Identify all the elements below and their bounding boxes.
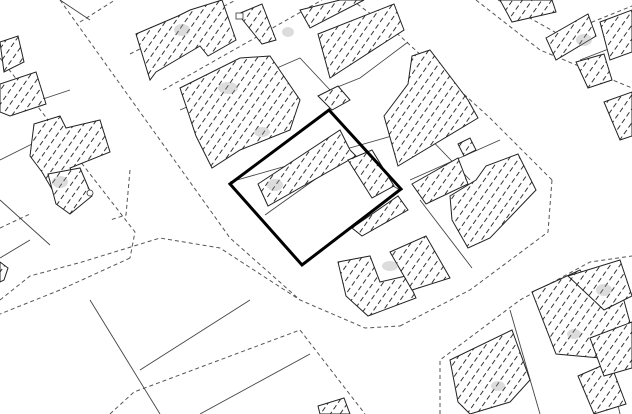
- building: [317, 397, 351, 414]
- street-edge: [0, 213, 31, 229]
- parcel-line: [329, 41, 409, 91]
- building: [457, 137, 477, 157]
- street-edge: [0, 257, 131, 315]
- small-circle-symbol: [86, 189, 94, 197]
- parcel-line: [0, 239, 31, 259]
- parcel-line: [59, 0, 91, 21]
- building: [599, 9, 632, 61]
- illegible-label: [254, 127, 270, 137]
- building: [389, 235, 451, 291]
- building: [317, 3, 405, 79]
- street-edge: [439, 255, 632, 414]
- building: [351, 195, 409, 237]
- illegible-label: [174, 24, 190, 36]
- parcel-line: [0, 199, 51, 246]
- building: [0, 35, 25, 73]
- building: [603, 91, 632, 141]
- building: [257, 129, 357, 207]
- street-edge: [109, 329, 366, 414]
- building: [545, 13, 597, 61]
- building: [449, 329, 531, 414]
- building: [299, 0, 365, 29]
- street-edge: [0, 57, 136, 259]
- building: [577, 361, 627, 414]
- illegible-label: [596, 284, 612, 296]
- street-edge: [399, 179, 553, 327]
- building: [589, 321, 632, 377]
- selected-parcel-outline: [227, 107, 404, 268]
- map-symbols: [86, 12, 244, 197]
- label-smudges: [52, 24, 612, 391]
- street-edge: [162, 0, 323, 91]
- building: [449, 153, 537, 249]
- parcel-line: [199, 353, 311, 414]
- building: [411, 157, 469, 205]
- building: [0, 71, 47, 117]
- parcel-line: [509, 309, 541, 414]
- building: [135, 0, 237, 82]
- building: [237, 3, 277, 45]
- parcel-line: [89, 299, 161, 414]
- illegible-label: [282, 27, 294, 37]
- building: [575, 53, 613, 89]
- building: [499, 0, 557, 23]
- parcel-line: [139, 299, 251, 371]
- illegible-label: [567, 329, 581, 339]
- illegible-label: [382, 261, 398, 271]
- building: [179, 55, 301, 169]
- building: [347, 149, 395, 199]
- building: [383, 49, 479, 167]
- building: [567, 259, 632, 311]
- small-square-symbol: [235, 12, 244, 20]
- illegible-label: [491, 381, 505, 391]
- illegible-label: [576, 34, 592, 46]
- illegible-label: [218, 82, 238, 94]
- illegible-label: [52, 176, 68, 188]
- building: [317, 85, 351, 111]
- building: [47, 167, 93, 215]
- street-edge: [79, 0, 116, 23]
- building: [0, 261, 9, 283]
- street-edge: [109, 169, 131, 221]
- parcel-line: [419, 199, 473, 269]
- illegible-label: [267, 179, 283, 191]
- street-edge: [0, 237, 301, 301]
